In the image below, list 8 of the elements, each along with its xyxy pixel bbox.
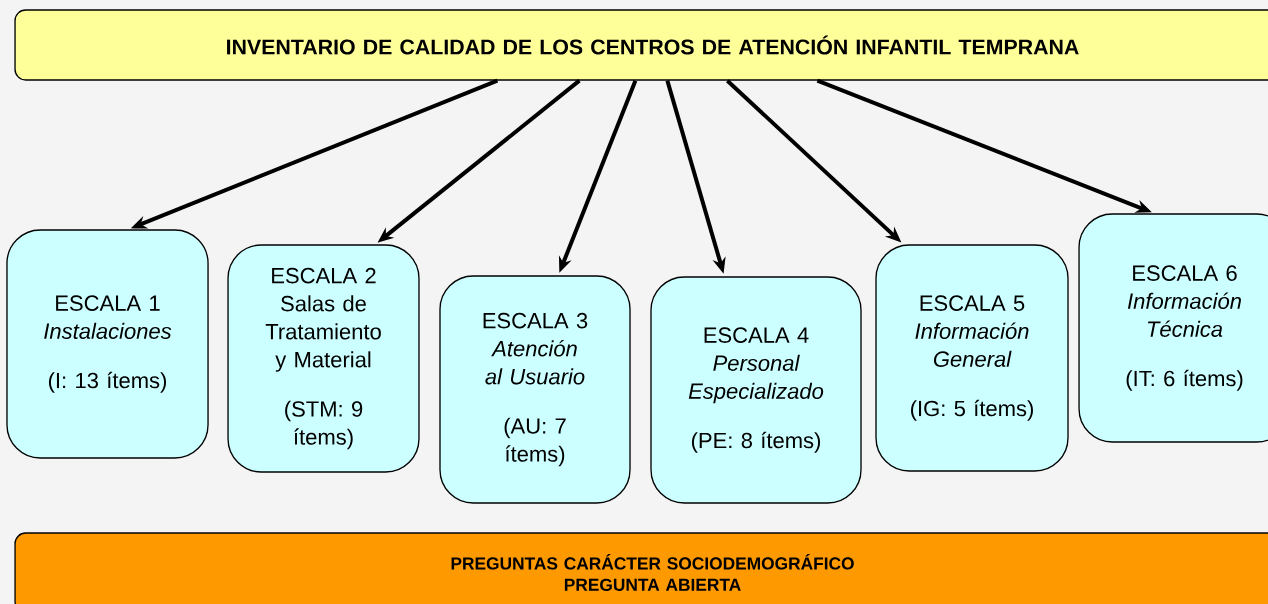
scale-box: ESCALA 1 Instalaciones (I: 13 ítems) <box>6 229 209 459</box>
scale-box: ESCALA 2 Salas de Tratamiento y Material (STM: 9 ítems) <box>227 244 420 473</box>
scale-box: ESCALA 3 Atención al Usuario (AU: 7 ítems) <box>439 275 631 504</box>
scale-box: ESCALA 5 Información General (IG: 5 ítems) <box>875 244 1069 472</box>
scale-box: ESCALA 6 Información Técnica (IT: 6 ítems) <box>1078 213 1268 443</box>
footer-box: PREGUNTAS CARÁCTER SOCIODEMOGRÁFICO PREGUNTA ABIERTA <box>14 532 1268 604</box>
scale-box: ESCALA 4 Personal Especializado (PE: 8 ítems) <box>650 276 862 504</box>
title-box: INVENTARIO DE CALIDAD DE LOS CENTROS DE ATENCIÓN INFANTIL TEMPRANA <box>14 9 1268 81</box>
